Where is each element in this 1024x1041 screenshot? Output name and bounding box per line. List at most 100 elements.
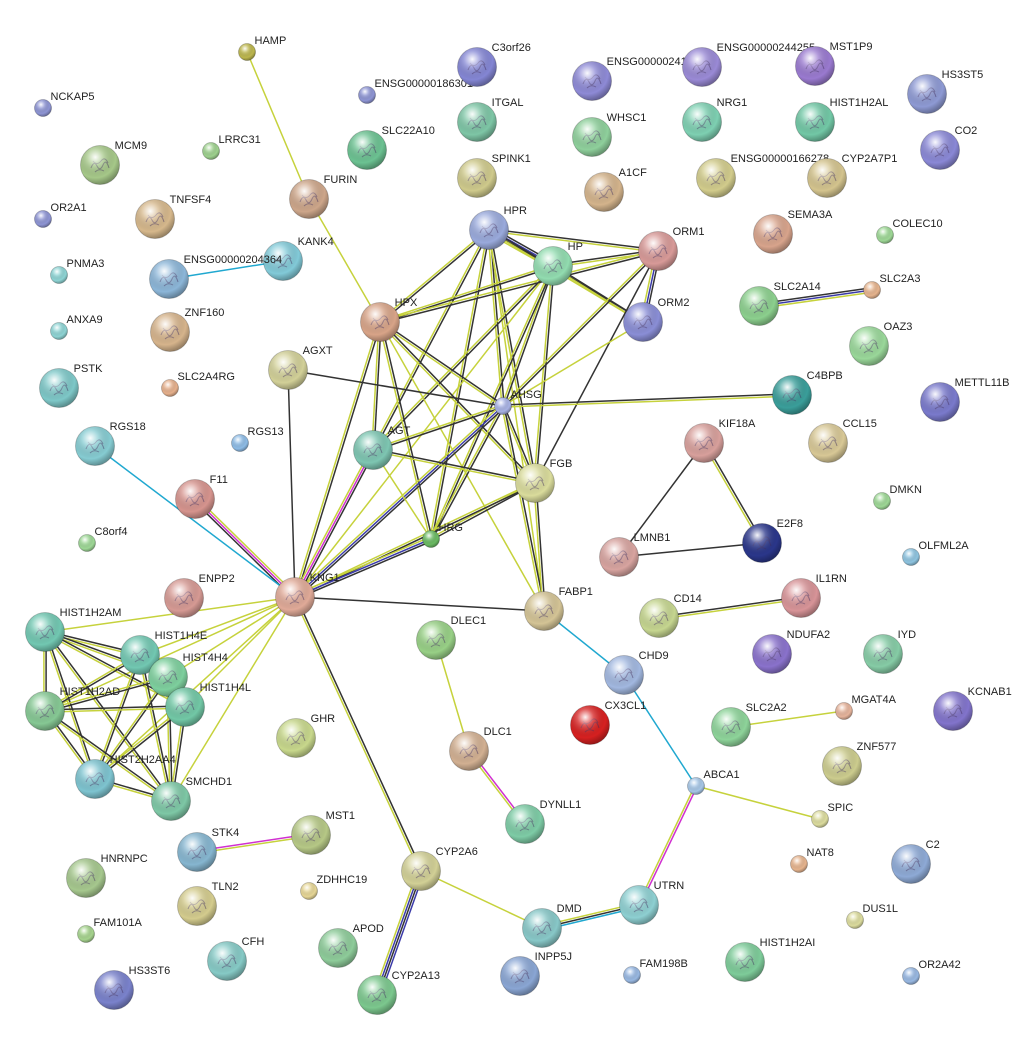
node-hpx[interactable]: HPX — [360, 297, 418, 342]
node-iyd[interactable]: IYD — [863, 629, 917, 674]
node-hp[interactable]: HP — [533, 241, 583, 286]
node-kank4[interactable]: KANK4 — [263, 236, 334, 281]
node-agxt[interactable]: AGXT — [268, 345, 333, 390]
node-cyp2a6[interactable]: CYP2A6 — [401, 846, 478, 891]
node-or2a42[interactable]: OR2A42 — [902, 959, 961, 985]
node-ndufa2[interactable]: NDUFA2 — [752, 629, 831, 674]
node-kcnab1[interactable]: KCNAB1 — [933, 686, 1012, 731]
node-anxa9[interactable]: ANXA9 — [50, 314, 103, 340]
node-itgal[interactable]: ITGAL — [457, 97, 524, 142]
node-hist1h2ai[interactable]: HIST1H2AI — [725, 937, 816, 982]
node-chd9[interactable]: CHD9 — [604, 650, 669, 695]
node-c4bpb[interactable]: C4BPB — [772, 370, 843, 415]
node-pnma3[interactable]: PNMA3 — [50, 258, 105, 284]
node-slc2a4rg[interactable]: SLC2A4RG — [161, 371, 236, 397]
node-pstk[interactable]: PSTK — [39, 363, 104, 408]
node-fam101a[interactable]: FAM101A — [77, 917, 143, 943]
node-agt[interactable]: AGT — [353, 425, 411, 470]
node-c8orf4[interactable]: C8orf4 — [78, 526, 128, 552]
node-enpp2[interactable]: ENPP2 — [164, 573, 235, 618]
node-nat8[interactable]: NAT8 — [790, 847, 834, 873]
node-nrg1[interactable]: NRG1 — [682, 97, 748, 142]
node-colec10[interactable]: COLEC10 — [876, 218, 943, 244]
node-ensg00000204364[interactable]: ENSG00000204364 — [149, 254, 283, 299]
node-ensg00000186301[interactable]: ENSG00000186301 — [358, 78, 473, 104]
node-mst1p9[interactable]: MST1P9 — [795, 41, 873, 86]
node-dmkn[interactable]: DMKN — [873, 484, 922, 510]
node-znf160[interactable]: ZNF160 — [150, 307, 225, 352]
node-e2f8[interactable]: E2F8 — [742, 518, 803, 563]
node-mcm9[interactable]: MCM9 — [80, 140, 148, 185]
node-hist1h4l[interactable]: HIST1H4L — [165, 682, 252, 727]
node-tln2[interactable]: TLN2 — [177, 881, 239, 926]
node-ensg00000166278[interactable]: ENSG00000166278 — [696, 153, 830, 198]
node-slc22a10[interactable]: SLC22A10 — [347, 125, 435, 170]
node-spink1[interactable]: SPINK1 — [457, 153, 531, 198]
node-utrn[interactable]: UTRN — [619, 880, 685, 925]
node-hist1h4e[interactable]: HIST1H4E — [120, 630, 208, 675]
node-hist2h2aa4[interactable]: HIST2H2AA4 — [75, 754, 176, 799]
node-lrrc31[interactable]: LRRC31 — [202, 134, 261, 160]
node-inpp5j[interactable]: INPP5J — [500, 951, 572, 996]
node-hpr[interactable]: HPR — [469, 205, 527, 250]
node-nckap5[interactable]: NCKAP5 — [34, 91, 95, 117]
node-hrg[interactable]: HRG — [422, 522, 463, 548]
node-orm1[interactable]: ORM1 — [638, 226, 705, 271]
node-cx3cl1[interactable]: CX3CL1 — [570, 700, 647, 745]
node-furin[interactable]: FURIN — [289, 174, 358, 219]
node-a1cf[interactable]: A1CF — [584, 167, 648, 212]
node-lmnb1[interactable]: LMNB1 — [599, 532, 671, 577]
node-fgb[interactable]: FGB — [515, 458, 573, 503]
node-hnrnpc[interactable]: HNRNPC — [66, 853, 148, 898]
node-slc2a2[interactable]: SLC2A2 — [711, 702, 787, 747]
node-olfml2a[interactable]: OLFML2A — [902, 540, 970, 566]
node-hist4h4[interactable]: HIST4H4 — [148, 652, 228, 697]
node-cfh[interactable]: CFH — [207, 936, 265, 981]
node-znf577[interactable]: ZNF577 — [822, 741, 897, 786]
node-rgs18[interactable]: RGS18 — [75, 421, 146, 466]
node-mettl11b[interactable]: METTL11B — [920, 377, 1010, 422]
node-dus1l[interactable]: DUS1L — [846, 903, 898, 929]
node-cyp2a7p1[interactable]: CYP2A7P1 — [807, 153, 898, 198]
node-hist1h2ad[interactable]: HIST1H2AD — [25, 686, 121, 731]
node-mgat4a[interactable]: MGAT4A — [835, 694, 897, 720]
node-hamp[interactable]: HAMP — [238, 35, 287, 61]
node-co2[interactable]: CO2 — [920, 125, 978, 170]
node-cyp2a13[interactable]: CYP2A13 — [357, 970, 440, 1015]
node-abca1[interactable]: ABCA1 — [687, 769, 740, 795]
node-kng1[interactable]: KNG1 — [275, 572, 340, 617]
node-slc2a3[interactable]: SLC2A3 — [863, 273, 921, 299]
node-hist1h2al[interactable]: HIST1H2AL — [795, 97, 889, 142]
node-apod[interactable]: APOD — [318, 923, 384, 968]
node-il1rn[interactable]: IL1RN — [781, 573, 847, 618]
node-cd14[interactable]: CD14 — [639, 593, 702, 638]
node-ensg00000244255[interactable]: ENSG00000244255 — [682, 42, 816, 87]
node-whsc1[interactable]: WHSC1 — [572, 112, 647, 157]
node-hist1h2am[interactable]: HIST1H2AM — [25, 607, 122, 652]
node-dlc1[interactable]: DLC1 — [449, 726, 512, 771]
node-fam198b[interactable]: FAM198B — [623, 958, 688, 984]
node-ensg00000241253[interactable]: ENSG00000241253 — [572, 56, 706, 101]
node-spic[interactable]: SPIC — [811, 802, 854, 828]
node-hs3st5[interactable]: HS3ST5 — [907, 69, 984, 114]
node-c3orf26[interactable]: C3orf26 — [457, 42, 531, 87]
node-ahsg[interactable]: AHSG — [494, 389, 542, 415]
node-smchd1[interactable]: SMCHD1 — [151, 776, 233, 821]
node-zdhhc19[interactable]: ZDHHC19 — [300, 874, 368, 900]
node-ccl15[interactable]: CCL15 — [808, 418, 877, 463]
node-dmd[interactable]: DMD — [522, 903, 582, 948]
node-dynll1[interactable]: DYNLL1 — [505, 799, 582, 844]
node-dlec1[interactable]: DLEC1 — [416, 615, 487, 660]
node-rgs13[interactable]: RGS13 — [231, 426, 284, 452]
node-kif18a[interactable]: KIF18A — [684, 418, 757, 463]
node-tnfsf4[interactable]: TNFSF4 — [135, 194, 212, 239]
node-oaz3[interactable]: OAZ3 — [849, 321, 913, 366]
node-c2[interactable]: C2 — [891, 839, 940, 884]
node-mst1[interactable]: MST1 — [291, 810, 356, 855]
node-slc2a14[interactable]: SLC2A14 — [739, 281, 821, 326]
node-or2a1[interactable]: OR2A1 — [34, 202, 87, 228]
node-sema3a[interactable]: SEMA3A — [753, 209, 833, 254]
node-orm2[interactable]: ORM2 — [623, 297, 690, 342]
node-f11[interactable]: F11 — [175, 474, 228, 519]
node-fabp1[interactable]: FABP1 — [524, 586, 593, 631]
